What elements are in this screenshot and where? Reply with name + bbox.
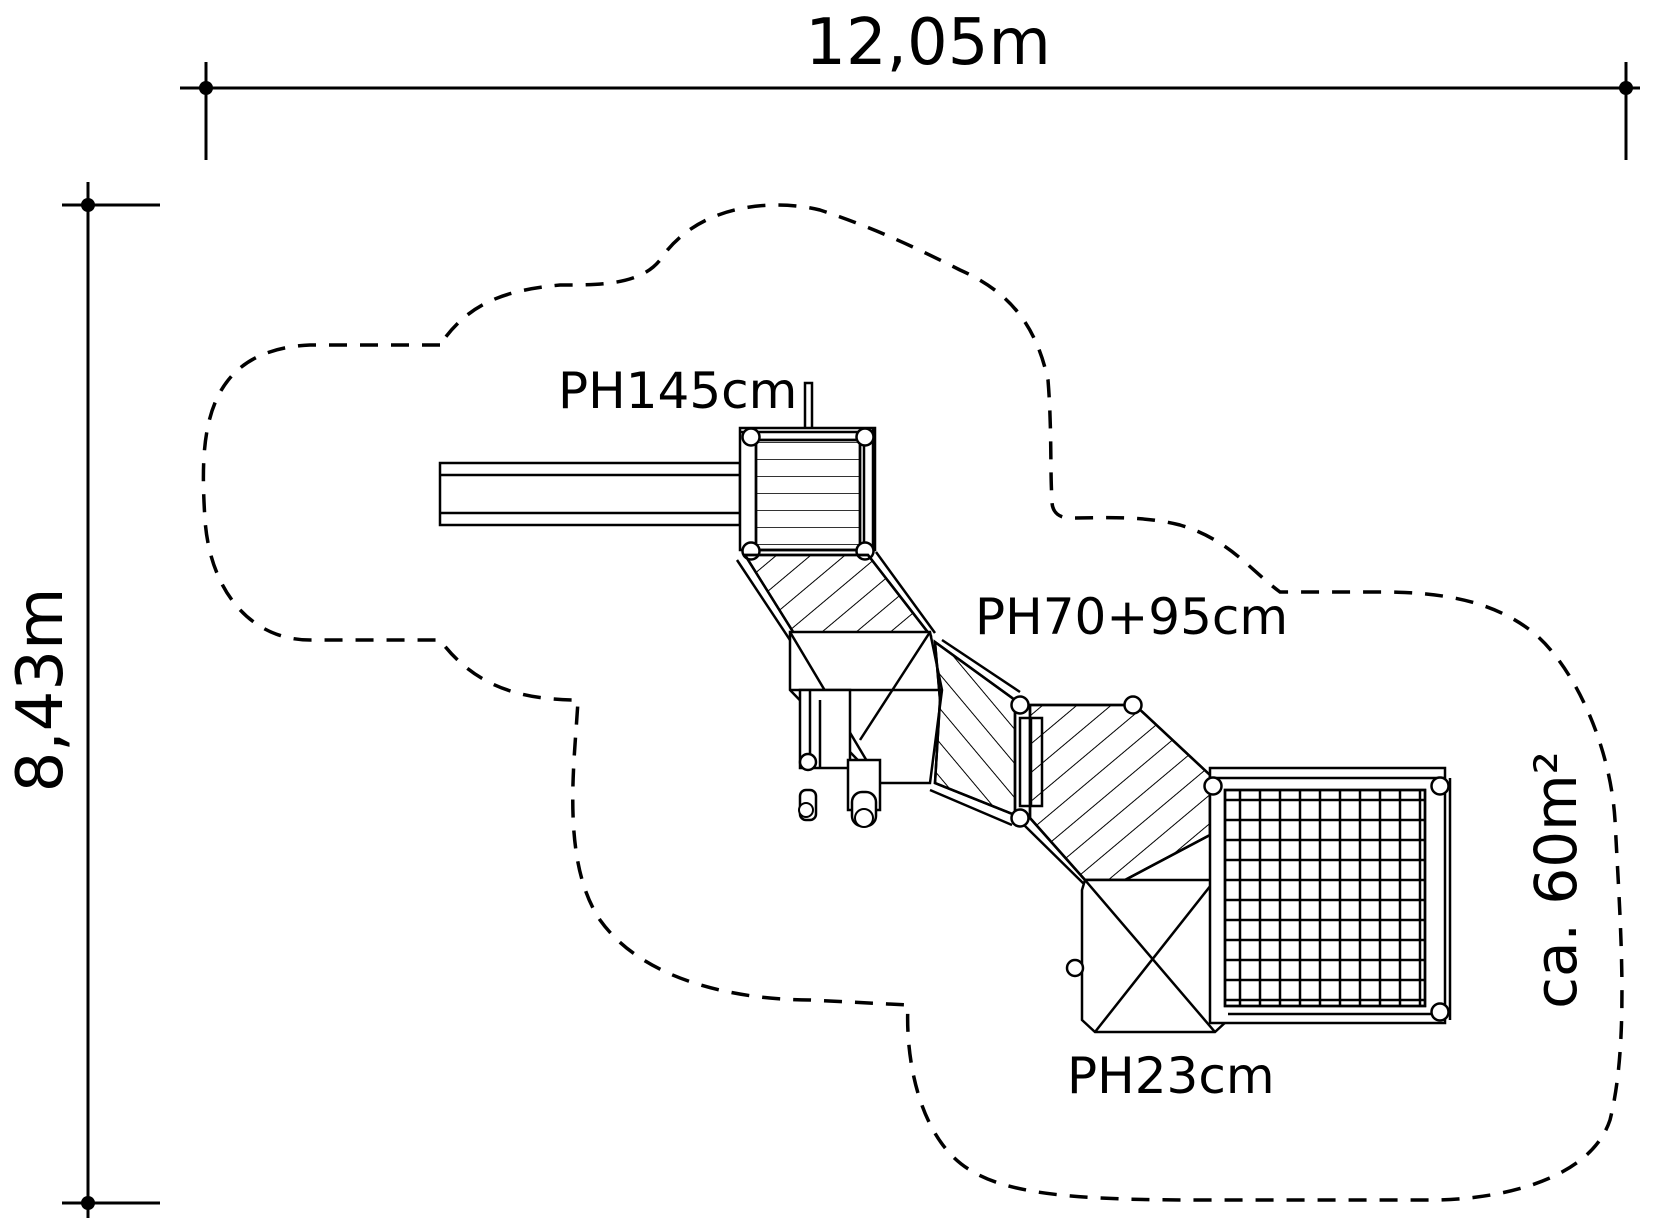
flag-pole	[803, 381, 814, 433]
width-label: 12,05m	[805, 6, 1051, 80]
post-1	[741, 427, 761, 447]
height-dim-end-top	[81, 198, 95, 212]
wheel-1	[798, 802, 814, 818]
roof-low	[1065, 878, 1230, 1034]
area-label: ca. 60m²	[1522, 751, 1590, 1009]
platform-low-label: PH23cm	[1067, 1047, 1275, 1105]
slide	[438, 461, 758, 527]
post-9	[1203, 776, 1223, 796]
post-11	[1430, 1002, 1450, 1022]
post-2	[855, 427, 875, 447]
width-dim-end-right	[1619, 81, 1633, 95]
ramp-lower	[1023, 703, 1212, 886]
safety-area-outline	[201, 203, 1624, 1202]
platform-high-label: PH145cm	[558, 362, 797, 420]
ramp-middle	[929, 638, 1021, 827]
height-dim-end-bottom	[81, 1196, 95, 1210]
width-dimension	[180, 62, 1640, 160]
post-8	[1123, 695, 1143, 715]
tower-high	[738, 426, 877, 552]
post-6	[1010, 695, 1030, 715]
post-7	[1010, 808, 1030, 828]
height-dimension	[62, 182, 160, 1218]
width-dim-end-left	[199, 81, 213, 95]
platform-mid-label: PH70+95cm	[975, 588, 1288, 646]
post-10	[1430, 776, 1450, 796]
wheel-2	[854, 808, 874, 828]
height-label: 8,43m	[4, 588, 78, 793]
ramp-upper	[735, 551, 937, 641]
post-5	[798, 752, 818, 772]
net-platform	[1208, 766, 1452, 1025]
